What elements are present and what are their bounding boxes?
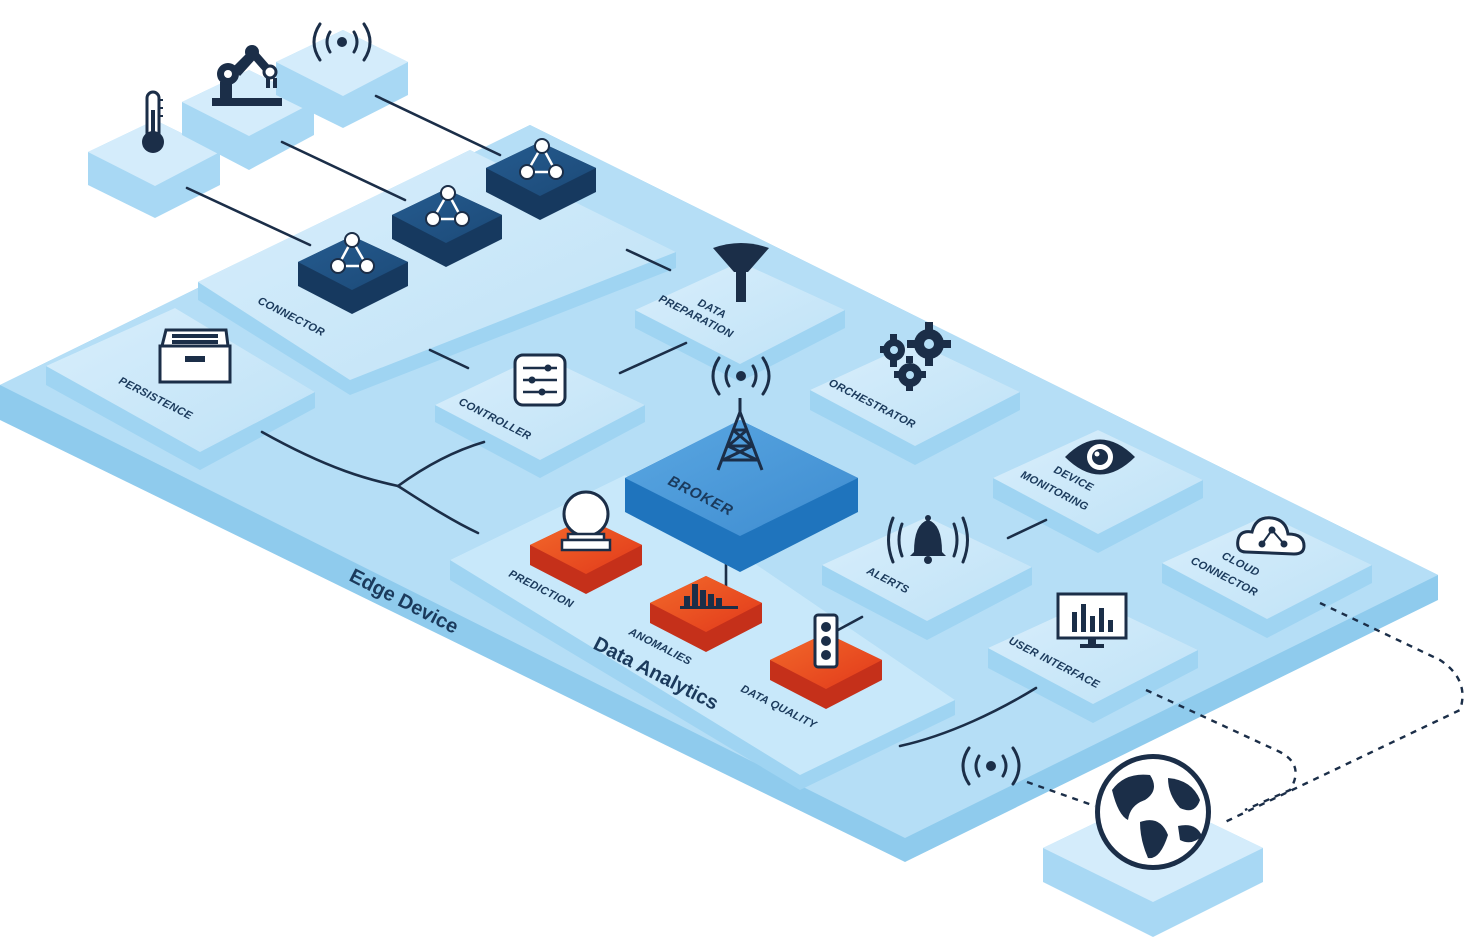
globe-icon bbox=[1095, 754, 1211, 870]
graph-nodes-icon bbox=[330, 232, 375, 274]
bar-chart-monitor-icon bbox=[1056, 592, 1128, 648]
alerts-tile[interactable] bbox=[822, 517, 1032, 640]
radio-tower-icon bbox=[716, 398, 764, 471]
graph-nodes-icon bbox=[519, 138, 564, 180]
user-interface-tile[interactable] bbox=[988, 600, 1198, 723]
sliders-icon bbox=[513, 353, 567, 407]
wireless-signal-icon bbox=[312, 22, 372, 62]
orchestrator-tile[interactable] bbox=[810, 342, 1020, 465]
wireless-device-tile[interactable] bbox=[276, 30, 408, 128]
gears-icon bbox=[880, 322, 951, 391]
connector-node-2[interactable] bbox=[392, 185, 502, 267]
connector-node-3[interactable] bbox=[486, 138, 596, 220]
crystal-ball-icon bbox=[560, 490, 612, 552]
device-monitoring-tile[interactable] bbox=[993, 430, 1203, 553]
robot-arm-icon bbox=[212, 45, 282, 106]
traffic-light-icon bbox=[813, 613, 839, 669]
wireless-signal-icon bbox=[711, 356, 771, 396]
cloud-network-icon bbox=[1236, 516, 1306, 556]
cloud-connector-tile[interactable] bbox=[1162, 515, 1372, 638]
wireless-signal-icon bbox=[961, 746, 1021, 786]
broker-block[interactable] bbox=[625, 420, 858, 572]
data-preparation-tile[interactable] bbox=[635, 262, 845, 382]
connector-node-1[interactable] bbox=[298, 232, 408, 314]
graph-nodes-icon bbox=[425, 185, 470, 227]
eye-icon bbox=[1065, 439, 1135, 475]
funnel-icon bbox=[713, 243, 769, 302]
anomaly-bar-chart-icon bbox=[680, 584, 738, 609]
thermometer-icon bbox=[142, 90, 164, 153]
connections bbox=[185, 94, 1464, 824]
archive-box-icon bbox=[158, 328, 232, 384]
controller-tile[interactable] bbox=[435, 355, 645, 478]
alarm-bell-icon bbox=[887, 515, 969, 564]
